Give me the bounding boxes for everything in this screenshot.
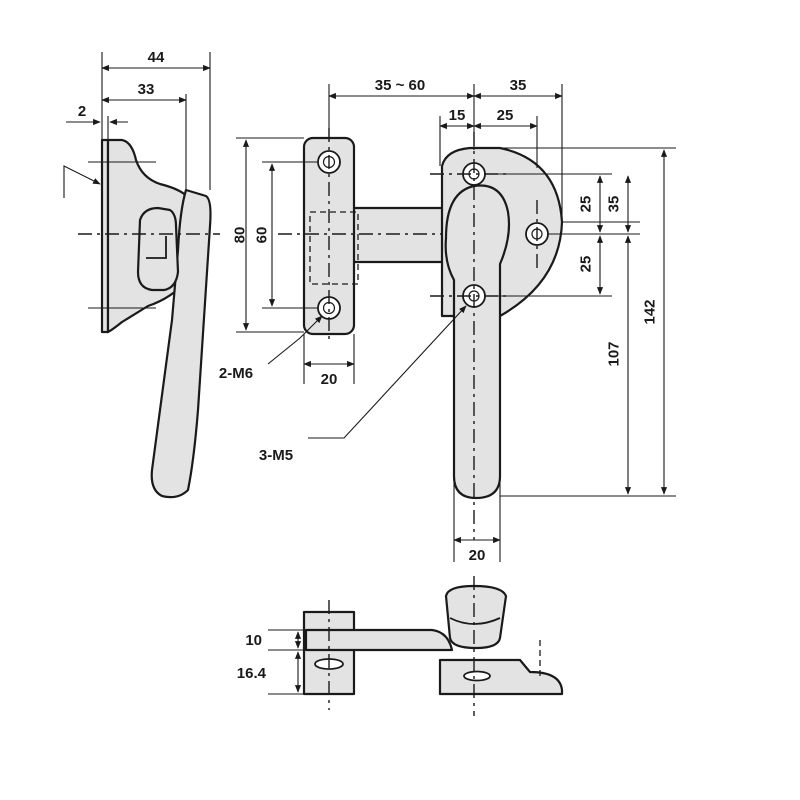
- dim-2-label: 2: [78, 103, 86, 120]
- dim-top-25-label: 25: [497, 107, 514, 124]
- dim-10-label: 10: [245, 632, 262, 649]
- side-grip-recess: [136, 206, 180, 292]
- dim-right-35-label: 35: [606, 196, 623, 213]
- side-leader: [63, 165, 101, 198]
- side-view: 44 33 2: [63, 49, 220, 499]
- bottom-slot-base: [463, 670, 491, 682]
- handle-lever: [444, 184, 511, 500]
- dim-142-label: 142: [642, 299, 659, 324]
- dim-35-60-label: 35 ~ 60: [375, 77, 425, 94]
- bottom-arm: [304, 628, 454, 652]
- label-2m6: 2-M6: [219, 365, 253, 382]
- keeper-hidden-pocket: [309, 211, 359, 285]
- handle-front-view: 35 ~ 60 35 15 25 25 25 35 107 142 20 3-M…: [259, 77, 676, 564]
- dim-15-label: 15: [449, 107, 466, 124]
- bottom-view: 10 16.4: [237, 576, 564, 716]
- dim-44-label: 44: [148, 49, 165, 66]
- leader-2m6: [267, 315, 323, 365]
- dim-33-label: 33: [138, 81, 155, 98]
- label-3m5: 3-M5: [259, 447, 293, 464]
- leader-3m5: [308, 305, 467, 439]
- dim-80-label: 80: [232, 227, 249, 244]
- dim-60-label: 60: [254, 227, 271, 244]
- bottom-keeper-block: [302, 610, 356, 696]
- bottom-knob: [444, 584, 508, 650]
- latch-arm: [348, 206, 446, 264]
- dim-107-label: 107: [606, 341, 623, 366]
- bottom-base: [438, 658, 564, 696]
- dim-top-35-label: 35: [510, 77, 527, 94]
- dim-handle-20-label: 20: [469, 547, 486, 564]
- dim-16-4-label: 16.4: [237, 665, 267, 682]
- keeper-view: 80 60 20 2-M6: [219, 128, 560, 388]
- dim-keeper-20-label: 20: [321, 371, 338, 388]
- dim-lower-25-label: 25: [578, 256, 595, 273]
- side-recess-edge: [146, 236, 167, 259]
- dim-upper-25-label: 25: [578, 196, 595, 213]
